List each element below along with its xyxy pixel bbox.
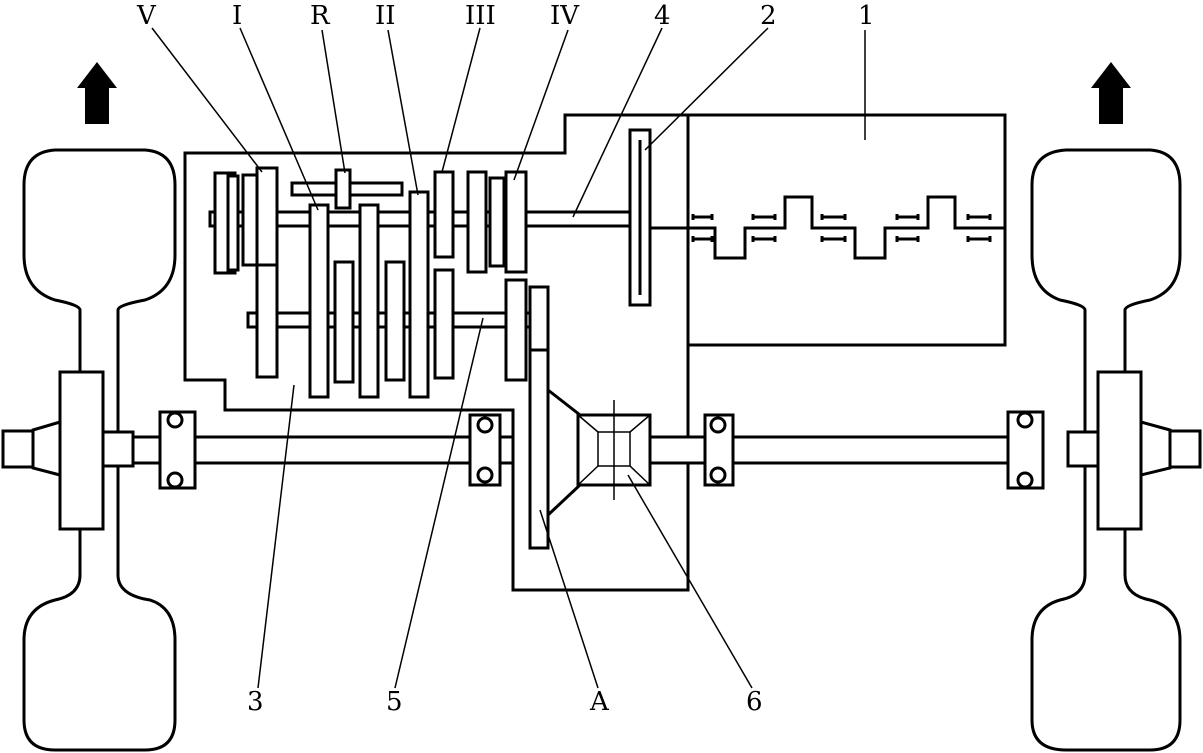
label-III: III bbox=[465, 1, 496, 31]
differential bbox=[528, 348, 652, 550]
label-2: 2 bbox=[760, 1, 777, 31]
left-arrow-up-icon bbox=[77, 62, 117, 124]
label-5: 5 bbox=[386, 687, 403, 717]
label-IV: IV bbox=[550, 1, 580, 31]
gearbox-housing bbox=[183, 113, 690, 592]
right-arrow-up-icon bbox=[1091, 62, 1131, 124]
label-R: R bbox=[310, 1, 331, 31]
label-V: V bbox=[136, 1, 157, 31]
engine-block bbox=[686, 113, 1007, 347]
label-6: 6 bbox=[746, 687, 763, 717]
left-wheel bbox=[1, 148, 177, 752]
crankshaft bbox=[650, 195, 1005, 260]
label-I: I bbox=[232, 1, 242, 31]
input-shaft-gears bbox=[213, 166, 528, 399]
part-labels: V I R II III IV 4 2 1 3 5 A 6 bbox=[136, 1, 875, 717]
leader-lines bbox=[151, 27, 866, 689]
label-II: II bbox=[375, 1, 396, 31]
label-A: A bbox=[589, 687, 610, 717]
label-3: 3 bbox=[247, 687, 264, 717]
final-drive-pinion bbox=[528, 285, 550, 359]
label-1: 1 bbox=[858, 1, 875, 31]
crank-bearings bbox=[691, 214, 992, 242]
output-shaft-gears bbox=[255, 203, 550, 399]
label-4: 4 bbox=[654, 1, 671, 31]
right-wheel bbox=[1030, 148, 1202, 752]
cv-joints bbox=[158, 410, 1045, 490]
